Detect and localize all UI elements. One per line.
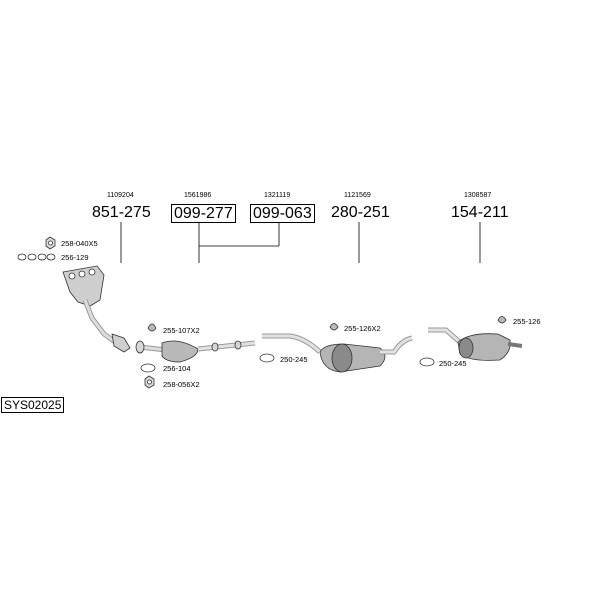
rear-muffler xyxy=(428,327,523,361)
accessory-label[interactable]: 258-056X2 xyxy=(163,380,200,389)
accessory-label[interactable]: 258-040X5 xyxy=(61,239,98,248)
part-number[interactable]: 154-211 xyxy=(451,204,509,221)
front-pipe-catalyst xyxy=(135,340,256,363)
accessory-label[interactable]: 256-129 xyxy=(61,253,89,262)
system-code: SYS02025 xyxy=(1,397,65,413)
part-number-boxed[interactable]: 099-277 xyxy=(171,204,236,223)
ring-icon xyxy=(259,353,275,363)
part-number-boxed[interactable]: 099-063 xyxy=(250,204,315,223)
gasket-icon xyxy=(140,363,156,373)
ref-number: 1321119 xyxy=(264,192,291,199)
ring-icon xyxy=(419,357,435,367)
accessory-label[interactable]: 255-126 xyxy=(513,317,541,326)
clamp-icon xyxy=(147,323,157,332)
accessory-label[interactable]: 255-126X2 xyxy=(344,324,381,333)
accessory-label[interactable]: 250-245 xyxy=(439,359,467,368)
clamp-icon xyxy=(497,316,507,324)
gasket-set-icon xyxy=(17,253,56,261)
middle-muffler xyxy=(262,333,413,373)
accessory-icons xyxy=(17,236,507,389)
part-number[interactable]: 280-251 xyxy=(331,204,390,221)
ref-number: 1561986 xyxy=(184,192,212,199)
clamp-icon xyxy=(329,323,339,331)
ref-number: 1109204 xyxy=(107,192,134,199)
ref-number: 1121569 xyxy=(344,192,371,199)
part-number[interactable]: 851-275 xyxy=(92,204,151,221)
accessory-label[interactable]: 255-107X2 xyxy=(163,326,200,335)
accessory-label[interactable]: 256-104 xyxy=(163,364,191,373)
ref-number: 1308587 xyxy=(464,192,492,199)
exhaust-manifold xyxy=(62,265,131,353)
accessory-label[interactable]: 250-245 xyxy=(280,355,308,364)
